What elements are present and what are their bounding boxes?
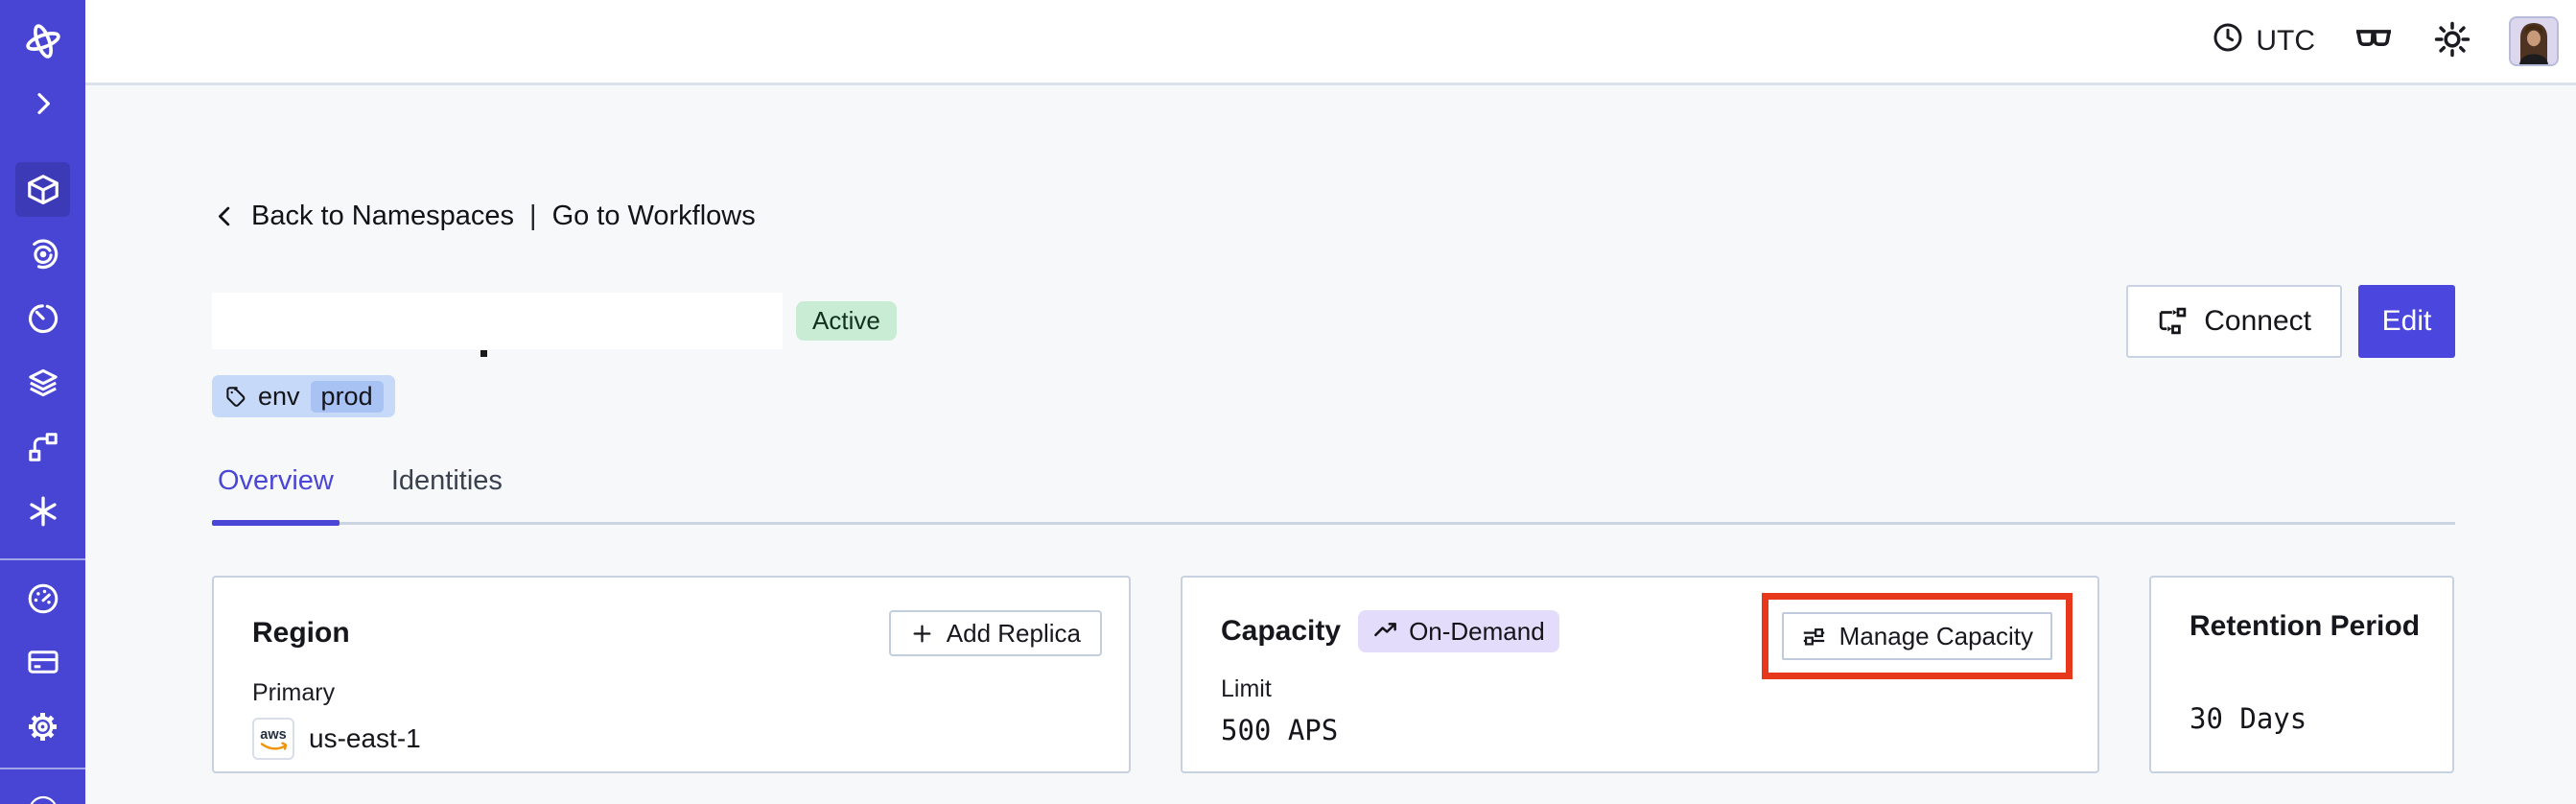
go-to-workflows-link[interactable]: Go to Workflows [551, 201, 756, 231]
retention-value: 30 Days [2190, 702, 2307, 735]
sidebar-item-settings[interactable] [0, 708, 85, 745]
tag-value: prod [310, 380, 384, 413]
topbar: UTC [85, 0, 2576, 85]
on-demand-label: On-Demand [1409, 616, 1545, 646]
manage-capacity-button[interactable]: Manage Capacity [1781, 612, 2052, 660]
manage-capacity-label: Manage Capacity [1838, 621, 2033, 650]
on-demand-badge: On-Demand [1358, 610, 1559, 652]
plus-icon [910, 622, 934, 646]
sliders-icon [1801, 624, 1827, 650]
tag-row: env prod [212, 375, 2455, 417]
connect-button[interactable]: Connect [2126, 284, 2342, 358]
region-value: us-east-1 [309, 723, 421, 753]
region-card: Region Add Replica Primary aw [212, 576, 1131, 773]
edit-button-label: Edit [2381, 304, 2432, 337]
sidebar-expand-chevron-icon[interactable] [0, 84, 85, 123]
temporal-logo-icon[interactable] [0, 21, 85, 61]
aws-logo-text: aws [260, 727, 286, 743]
capacity-value: 500 APS [1221, 714, 1339, 746]
capacity-card-title: Capacity [1221, 615, 1342, 647]
sidebar-item-batch-operations[interactable] [0, 429, 85, 465]
sidebar-item-billing[interactable] [0, 644, 85, 680]
tag-key: env [258, 381, 300, 411]
user-avatar[interactable] [2509, 16, 2559, 66]
trending-up-icon [1372, 619, 1398, 645]
connect-button-label: Connect [2204, 304, 2311, 337]
sidebar [0, 0, 85, 804]
edit-button[interactable]: Edit [2358, 284, 2455, 358]
namespace-name-redacted [212, 293, 783, 357]
tab-identities[interactable]: Identities [390, 465, 503, 496]
sidebar-item-deployments[interactable] [0, 365, 85, 401]
capacity-row-label: Limit [1221, 675, 1272, 702]
clock-icon [2212, 21, 2244, 61]
sidebar-item-nexus[interactable] [0, 493, 85, 530]
chevron-left-icon[interactable] [212, 203, 238, 229]
flow-arrows-icon [2157, 305, 2189, 337]
tab-overview[interactable]: Overview [212, 463, 340, 526]
add-replica-button[interactable]: Add Replica [888, 610, 1102, 656]
breadcrumb: Back to Namespaces | Go to Workflows [212, 201, 2455, 232]
region-card-title: Region [252, 617, 350, 649]
sidebar-divider [0, 768, 85, 769]
theme-toggle-sun-icon[interactable] [2432, 19, 2472, 64]
back-to-namespaces-link[interactable]: Back to Namespaces [251, 201, 515, 231]
main-content: Back to Namespaces | Go to Workflows Act… [85, 88, 2576, 804]
sidebar-item-namespaces[interactable] [0, 172, 85, 208]
sidebar-divider [0, 558, 85, 560]
tag-icon [223, 385, 247, 409]
capacity-card: Capacity On-Demand [1181, 576, 2099, 773]
sidebar-item-schedules[interactable] [0, 300, 85, 337]
sidebar-item-profile-partial[interactable] [0, 789, 85, 804]
status-badge: Active [796, 301, 897, 341]
env-tag[interactable]: env prod [212, 375, 395, 417]
breadcrumb-separator: | [529, 201, 537, 231]
tabs: Overview Identities [212, 463, 2455, 526]
sidebar-item-usage[interactable] [0, 580, 85, 617]
feedback-glasses-icon[interactable] [2352, 17, 2396, 66]
annotation-highlight-ring: Manage Capacity [1761, 593, 2073, 679]
add-replica-label: Add Replica [946, 618, 1081, 648]
timezone-label: UTC [2256, 25, 2315, 57]
retention-card: Retention Period 30 Days [2149, 576, 2454, 773]
region-row-label: Primary [252, 679, 336, 706]
sidebar-item-workflows[interactable] [0, 236, 85, 272]
namespace-title-row: Active Connect [212, 284, 2455, 358]
retention-card-title: Retention Period [2190, 610, 2421, 642]
aws-provider-icon: aws [252, 718, 294, 760]
summary-cards: Region Add Replica Primary aw [212, 576, 2455, 773]
timezone-selector[interactable]: UTC [2212, 21, 2315, 61]
